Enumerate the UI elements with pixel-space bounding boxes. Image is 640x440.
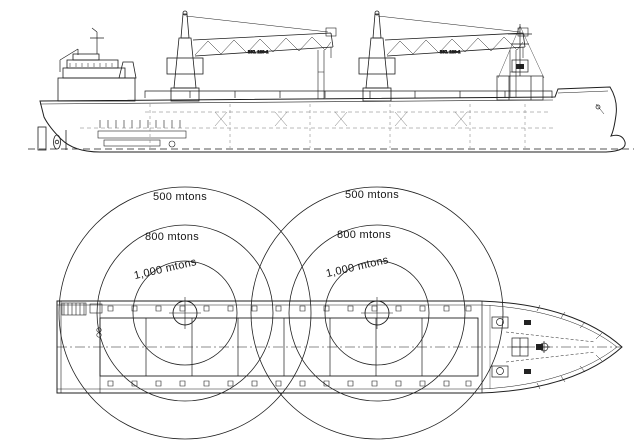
mast-stays bbox=[497, 25, 545, 79]
forecastle-line bbox=[557, 90, 609, 94]
anchor bbox=[595, 104, 601, 110]
crane-2-1000mtons-label: 1,000 mtons bbox=[325, 254, 390, 280]
windlass-starboard bbox=[491, 365, 509, 378]
signal-mast bbox=[90, 27, 104, 54]
crane-2-500mtons-label: 500 mtons bbox=[345, 189, 399, 201]
crane-1-sheave bbox=[182, 10, 188, 16]
deck-plan bbox=[56, 297, 623, 394]
crane-2-mast bbox=[372, 13, 382, 39]
crane-2-boom-rest bbox=[509, 50, 517, 97]
crane-2-boom-tip bbox=[517, 27, 529, 37]
funnel bbox=[118, 61, 137, 79]
rudder bbox=[37, 126, 47, 151]
bow-frame-ticks bbox=[536, 304, 603, 390]
capacity-circles-crane-2 bbox=[250, 186, 504, 440]
crane-1-outer-range-circle bbox=[58, 186, 312, 440]
crane-2-inner-range-circle bbox=[324, 260, 430, 366]
plan-crane-2-pedestal bbox=[361, 297, 393, 329]
crane-1-boom-tip bbox=[325, 27, 337, 37]
plan-deck-fittings-bottom bbox=[107, 380, 472, 387]
crane-2-model-label: BKL 120-1 bbox=[440, 49, 461, 54]
crane-1-800mtons-label: 800 mtons bbox=[145, 231, 199, 243]
crane-2-tower bbox=[365, 37, 389, 89]
crane-1-mast bbox=[180, 13, 190, 39]
side-elevation: BKL 120-1 BKL 120-1 bbox=[28, 10, 634, 153]
crane-1-boom-rest bbox=[317, 50, 325, 99]
crane-1-topping-lift bbox=[185, 15, 329, 33]
plan-bow-detail bbox=[481, 301, 603, 393]
plan-crane-1-pedestal bbox=[169, 297, 201, 329]
propeller-hub bbox=[54, 139, 60, 145]
crane-1-500mtons-label: 500 mtons bbox=[153, 191, 207, 203]
internal-structure bbox=[80, 104, 555, 148]
plan-aft-detail bbox=[61, 301, 103, 393]
crane-2-boom-chords bbox=[384, 32, 526, 57]
hatch-coamings bbox=[144, 90, 553, 98]
fore-mast-structure bbox=[496, 24, 605, 115]
crane-1-house bbox=[166, 57, 204, 75]
capacity-labels: 500 mtons 800 mtons 1,000 mtons 500 mton… bbox=[133, 189, 399, 282]
crane-2-middle-range-circle bbox=[288, 224, 466, 402]
crane-2-outer-range-circle bbox=[250, 186, 504, 440]
crane-2-topping-lift bbox=[377, 15, 521, 33]
crane-1-model-label: BKL 120-1 bbox=[248, 49, 269, 54]
superstructure bbox=[57, 27, 137, 102]
crane-2 bbox=[358, 10, 529, 102]
crane-2-house bbox=[358, 57, 396, 75]
fore-mast bbox=[508, 24, 532, 76]
bridge-windows bbox=[69, 63, 113, 67]
deck-line bbox=[39, 99, 554, 105]
stores-crane bbox=[59, 48, 79, 72]
crane-2-boom-lattice bbox=[386, 36, 524, 56]
crane-1-boom-lattice bbox=[194, 36, 332, 56]
crane-2-pedestal bbox=[362, 87, 392, 102]
crane-1-boom-chords bbox=[192, 32, 334, 57]
crane-1-pedestal bbox=[170, 87, 200, 102]
crane-2-800mtons-label: 800 mtons bbox=[337, 229, 391, 241]
hull-outline bbox=[39, 86, 626, 153]
crane-2-sheave bbox=[374, 10, 380, 16]
propeller bbox=[53, 134, 61, 150]
crane-1-1000mtons-label: 1,000 mtons bbox=[133, 256, 198, 282]
windlass-port bbox=[491, 316, 509, 329]
hawse-pipe bbox=[595, 103, 605, 115]
crane-1-inner-range-circle bbox=[132, 260, 238, 366]
crane-1 bbox=[166, 10, 337, 102]
engine-room-detail bbox=[97, 120, 187, 148]
crane-1-tower bbox=[173, 37, 197, 89]
